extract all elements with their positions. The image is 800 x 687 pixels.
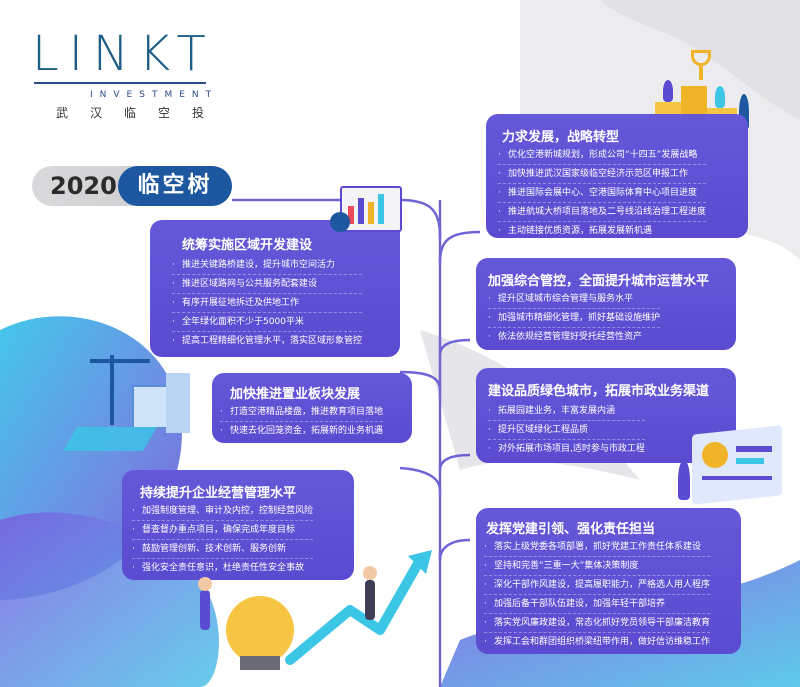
list-item: 加强城市精细化管理，抓好基础设施维护	[488, 308, 661, 327]
card-list: 提升区域城市综合管理与服务水平 加强城市精细化管理，抓好基础设施维护 依法依规经…	[488, 290, 661, 346]
list-item: 督查督办重点项目，确保完成年度目标	[132, 520, 314, 539]
logo-subtitle: INVESTMENT	[90, 90, 219, 100]
list-item: 打造空港精品楼盘，推进教育项目落地	[220, 403, 383, 421]
city-illustration	[63, 345, 210, 455]
card-management: 持续提升企业经营管理水平 加强制度管理、审计及内控，控制经营风险 督查督办重点项…	[122, 470, 354, 580]
card-list: 优化空港新城规划，形成公司“十四五”发展战略 加快推进武汉国家级临空经济示范区申…	[498, 146, 707, 240]
card-party-building: 发挥党建引领、强化责任担当 落实上级党委各项部署，抓好党建工作责任体系建设 坚持…	[476, 508, 741, 654]
list-item: 提升区域城市综合管理与服务水平	[488, 290, 660, 308]
card-heading: 统筹实施区域开发建设	[182, 238, 313, 253]
list-item: 加强制度管理、审计及内控，控制经营风险	[132, 502, 313, 520]
list-item: 加快推进武汉国家级临空经济示范区申报工作	[498, 164, 707, 183]
card-city-operation: 加强综合管控，全面提升城市运营水平 提升区域城市综合管理与服务水平 加强城市精细…	[476, 258, 736, 350]
list-item: 发挥工会和群团组织桥梁纽带作用，做好信访维稳工作	[484, 632, 711, 651]
chart-illustration	[330, 182, 410, 242]
list-item: 有序开展征地拆迁及供地工作	[172, 293, 363, 312]
card-list: 加强制度管理、审计及内控，控制经营风险 督查督办重点项目，确保完成年度目标 鼓励…	[132, 502, 314, 577]
logo-divider	[34, 82, 206, 84]
list-item: 深化干部作风建设，提高履职能力，严格选人用人程序	[484, 575, 711, 594]
list-item: 推进关键路桥建设，提升城市空间活力	[172, 256, 362, 274]
card-strategic-transformation: 力求发展，战略转型 优化空港新城规划，形成公司“十四五”发展战略 加快推进武汉国…	[486, 114, 748, 240]
list-item: 落实上级党委各项部署，抓好党建工作责任体系建设	[484, 538, 710, 556]
card-heading: 发挥党建引领、强化责任担当	[486, 522, 656, 537]
card-heading: 加强综合管控，全面提升城市运营水平	[488, 274, 710, 289]
list-item: 坚持和完善“三重一大”集体决策制度	[484, 556, 711, 575]
logo-chinese-name: 武汉临空投	[56, 106, 227, 120]
list-item: 强化安全责任意识，杜绝责任性安全事故	[132, 558, 314, 577]
list-item: 提高工程精细化管理水平，落实区域形象管控	[172, 331, 363, 350]
list-item: 推进国际会展中心、空港国际体育中心项目进度	[498, 183, 707, 202]
title-year: 2020	[50, 172, 117, 200]
card-list: 拓展园建业务，丰富发展内涵 提升区域绿化工程品质 对外拓展市场项目,适时参与市政…	[488, 402, 645, 458]
card-list: 落实上级党委各项部署，抓好党建工作责任体系建设 坚持和完善“三重一大”集体决策制…	[484, 538, 711, 651]
logo-wordmark: LINKT	[32, 26, 216, 82]
list-item: 鼓励管理创新、技术创新、服务创新	[132, 539, 314, 558]
list-item: 推进区域路网与公共服务配套建设	[172, 274, 363, 293]
lightbulb-illustration	[180, 540, 450, 680]
list-item: 依法依规经营管理好受托经营性资产	[488, 327, 661, 346]
list-item: 加强后备干部队伍建设，加强年轻干部培养	[484, 594, 711, 613]
card-regional-development: 统筹实施区域开发建设 推进关键路桥建设，提升城市空间活力 推进区域路网与公共服务…	[150, 220, 400, 357]
list-item: 主动链接优质资源，拓展发展新机遇	[498, 221, 707, 240]
card-heading: 力求发展，战略转型	[502, 130, 620, 145]
list-item: 快速去化回笼资金，拓展新的业务机遇	[220, 421, 384, 440]
card-heading: 持续提升企业经营管理水平	[140, 486, 297, 501]
card-real-estate: 加快推进置业板块发展 打造空港精品楼盘，推进教育项目落地 快速去化回笼资金，拓展…	[212, 373, 412, 443]
card-heading: 加快推进置业板块发展	[230, 387, 361, 402]
list-item: 落实党风廉政建设，常态化抓好党员领导干部廉洁教育	[484, 613, 711, 632]
list-item: 全年绿化面积不少于5000平米	[172, 312, 363, 331]
list-item: 优化空港新城规划，形成公司“十四五”发展战略	[498, 146, 706, 164]
title-name: 临空树	[118, 166, 232, 206]
list-item: 推进航城大桥项目落地及二号线沿线治理工程进度	[498, 202, 707, 221]
card-list: 推进关键路桥建设，提升城市空间活力 推进区域路网与公共服务配套建设 有序开展征地…	[172, 256, 363, 350]
list-item: 拓展园建业务，丰富发展内涵	[488, 402, 645, 420]
list-item: 对外拓展市场项目,适时参与市政工程	[488, 439, 645, 458]
dashboard-illustration	[672, 425, 788, 530]
card-heading: 建设品质绿色城市，拓展市政业务渠道	[488, 384, 710, 399]
list-item: 提升区域绿化工程品质	[488, 420, 645, 439]
card-list: 打造空港精品楼盘，推进教育项目落地 快速去化回笼资金，拓展新的业务机遇	[220, 403, 384, 440]
